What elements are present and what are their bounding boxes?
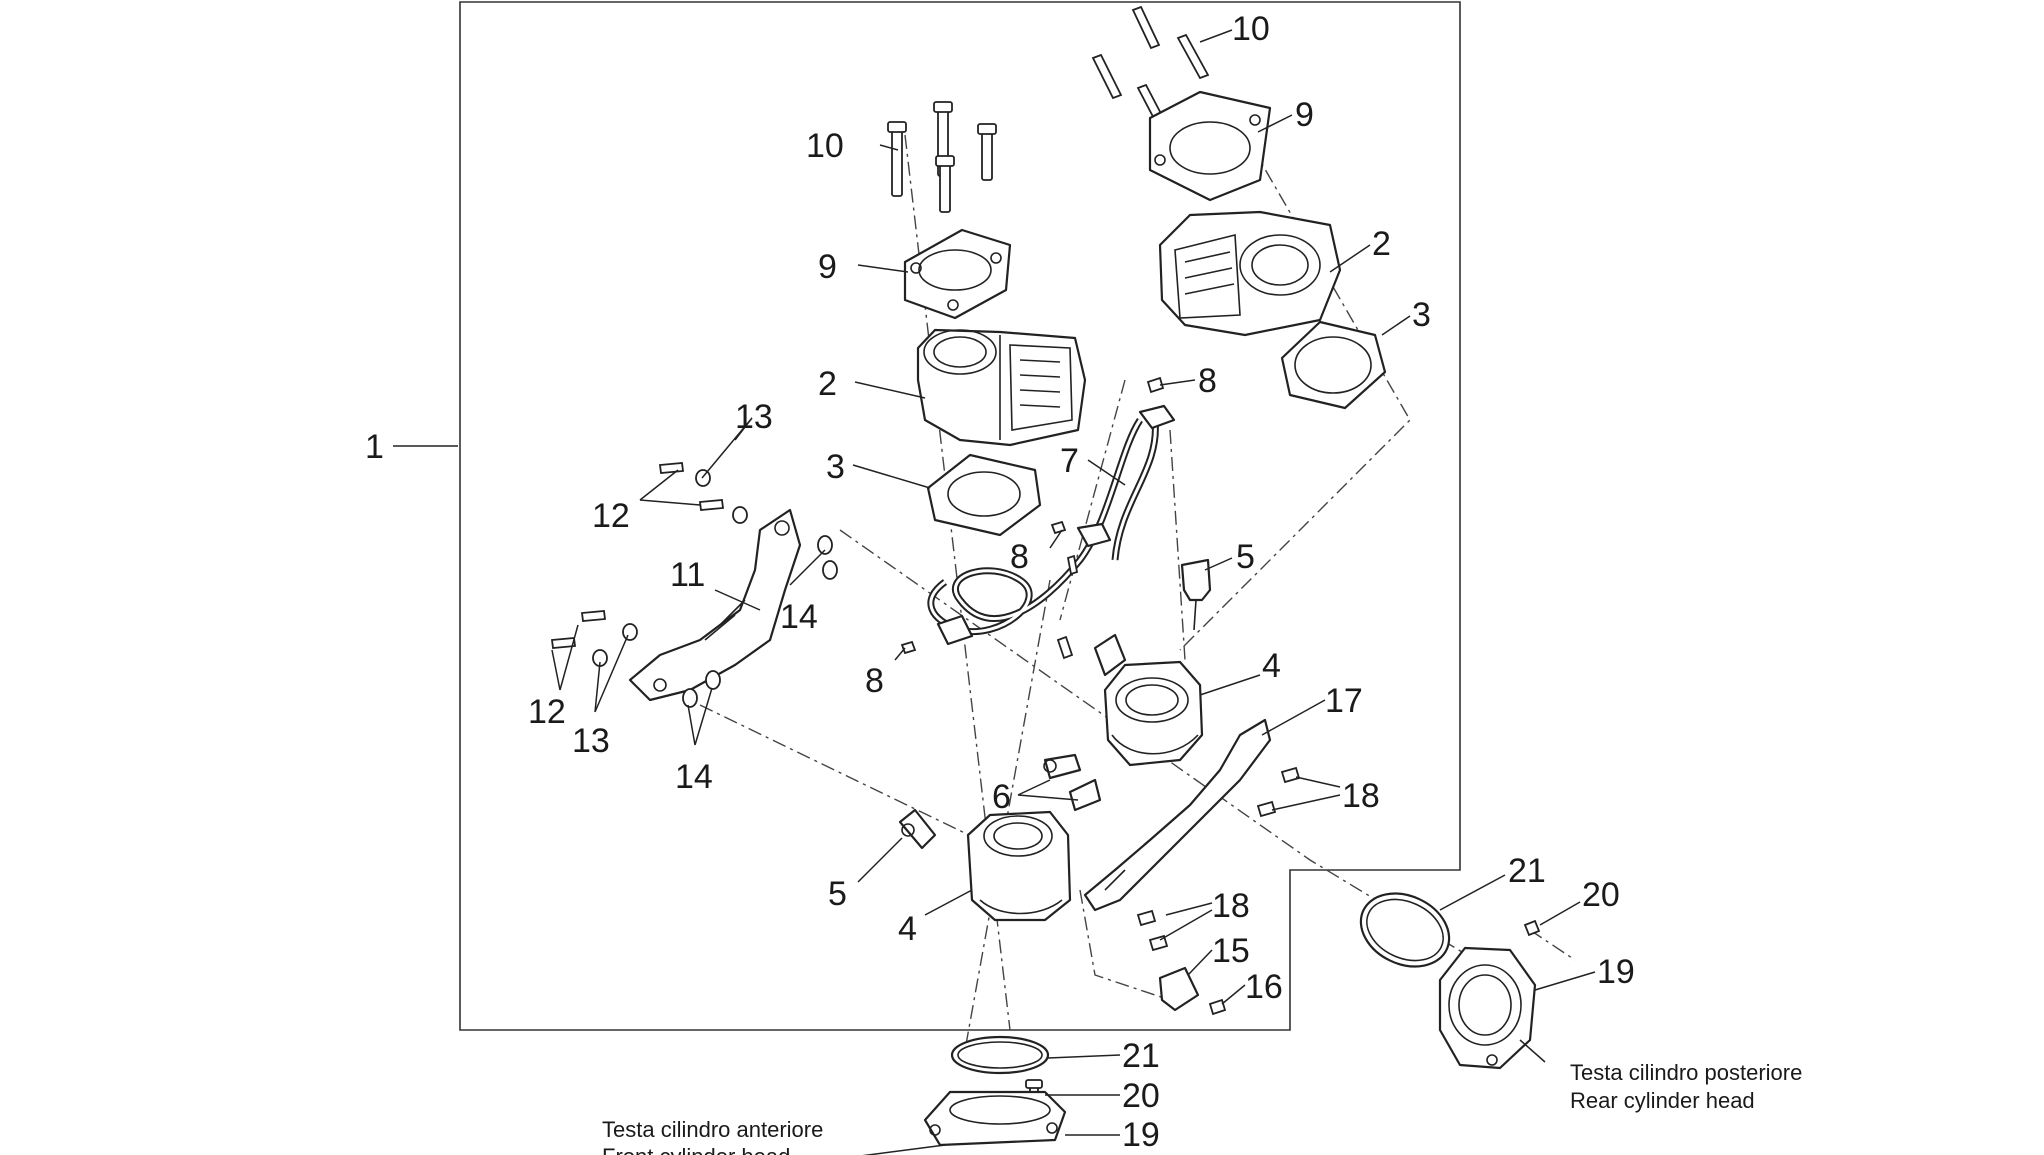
- injector-5-rear: [1180, 558, 1212, 631]
- callout-19-front: 19: [1122, 1116, 1160, 1154]
- clamp-21-rear: [1359, 892, 1451, 968]
- callout-20-rear: 20: [1582, 876, 1620, 914]
- fuel-hose-7: [927, 404, 1176, 646]
- bolts-10-front: [887, 101, 997, 213]
- injector-5-front: [898, 808, 937, 850]
- callout-7: 7: [1060, 442, 1079, 480]
- callout-14-bottom: 14: [675, 758, 713, 796]
- callout-10-rear: 10: [1232, 10, 1270, 48]
- callout-4-rear: 4: [1262, 647, 1281, 685]
- callout-2-front: 2: [818, 365, 837, 403]
- callout-3-rear: 3: [1412, 296, 1431, 334]
- callout-10-front: 10: [806, 127, 844, 165]
- caption-front-english: Front cylinder head: [602, 1144, 790, 1155]
- callout-1: 1: [365, 428, 384, 466]
- bolts-12-washers-13-14: [550, 462, 838, 708]
- callout-15: 15: [1212, 932, 1250, 970]
- screws-8: [900, 376, 1165, 660]
- gasket-3-front: [926, 453, 1042, 537]
- callout-12-bottom: 12: [528, 693, 566, 731]
- screw-16: [1208, 998, 1227, 1016]
- injectors-6: [1043, 753, 1102, 812]
- callout-13-bottom: 13: [572, 722, 610, 760]
- callout-6: 6: [992, 778, 1011, 816]
- callout-14-top: 14: [780, 598, 818, 636]
- assembly-frame: [459, 1, 1461, 1031]
- captions: Testa cilindro posteriore Rear cylinder …: [602, 1060, 1802, 1155]
- screws-18: [1136, 766, 1301, 952]
- sensor-15: [1158, 966, 1200, 1012]
- callout-21-rear: 21: [1508, 852, 1546, 890]
- callout-numbers: 1 10 9 2 3 10 9 2 3 8 7 8 5 4 17 18 8 6 …: [365, 10, 1635, 1154]
- callout-20-front: 20: [1122, 1077, 1160, 1115]
- screw-20-rear: [1523, 919, 1541, 937]
- callout-9-front: 9: [818, 248, 837, 286]
- manifold-19-rear: [1438, 946, 1537, 1070]
- callout-11: 11: [670, 556, 705, 594]
- sensor-rear: [1093, 633, 1127, 677]
- caption-front-italian: Testa cilindro anteriore: [602, 1117, 823, 1142]
- callout-9-rear: 9: [1295, 96, 1314, 134]
- callout-5-front: 5: [828, 875, 847, 913]
- bracket-11: [628, 508, 802, 702]
- callout-16: 16: [1245, 968, 1283, 1006]
- throttle-body-2-rear: [1158, 210, 1342, 337]
- callout-4-front: 4: [898, 910, 917, 948]
- callout-8-mid: 8: [1010, 538, 1029, 576]
- manifold-19-front: [923, 1090, 1067, 1147]
- leader-lines: [393, 29, 1596, 1155]
- callout-13-top: 13: [735, 398, 773, 436]
- flange-9-rear: [1148, 90, 1272, 202]
- clamp-21-front: [950, 1035, 1050, 1075]
- gasket-3-rear: [1280, 320, 1387, 410]
- callout-2-rear: 2: [1372, 225, 1391, 263]
- callout-3-front: 3: [826, 448, 845, 486]
- flange-9-front: [903, 228, 1012, 320]
- callout-21-front: 21: [1122, 1037, 1160, 1075]
- callout-8-top: 8: [1198, 362, 1217, 400]
- bracket-17: [1083, 718, 1272, 912]
- callout-12-top: 12: [592, 497, 630, 535]
- callout-5-rear: 5: [1236, 538, 1255, 576]
- callout-18-lower: 18: [1212, 887, 1250, 925]
- throttle-body-4-front: [966, 810, 1072, 922]
- caption-rear-italian: Testa cilindro posteriore: [1570, 1060, 1802, 1085]
- throttle-body-2-front: [916, 328, 1087, 447]
- callout-8-left: 8: [865, 662, 884, 700]
- callout-17: 17: [1325, 682, 1363, 720]
- callout-19-rear: 19: [1597, 953, 1635, 991]
- throttle-body-4-rear: [1103, 660, 1204, 767]
- callout-18-right: 18: [1342, 777, 1380, 815]
- caption-rear-english: Rear cylinder head: [1570, 1088, 1755, 1113]
